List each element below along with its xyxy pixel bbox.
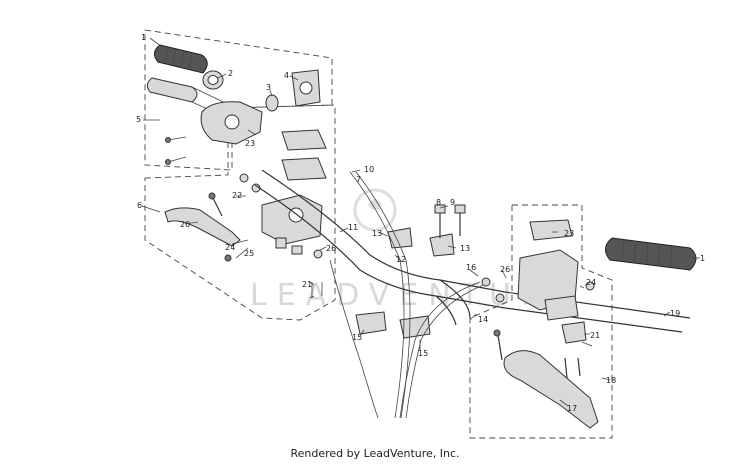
footer-credit: Rendered by LeadVenture, Inc. bbox=[290, 447, 460, 460]
left-master-cylinder bbox=[261, 194, 323, 245]
leader-lines bbox=[141, 37, 700, 407]
left-lever bbox=[164, 207, 241, 247]
clamp-bolts bbox=[434, 204, 466, 238]
left-master-cylinder-cap bbox=[281, 129, 327, 181]
left-small-bolts bbox=[165, 136, 187, 165]
callout-7: 7 bbox=[356, 175, 361, 184]
callout-26-left: 26 bbox=[326, 244, 336, 253]
callout-2: 2 bbox=[228, 69, 233, 78]
callout-22: 22 bbox=[232, 191, 242, 200]
callout-25: 25 bbox=[244, 249, 254, 258]
left-lever-bolt bbox=[208, 192, 232, 262]
callout-1-left: 1 bbox=[141, 33, 146, 42]
left-clamp-housing bbox=[200, 101, 263, 145]
lower-bar-clamps bbox=[355, 311, 431, 339]
right-grip bbox=[605, 237, 697, 271]
callout-19: 19 bbox=[670, 309, 680, 318]
left-washer bbox=[202, 70, 224, 90]
right-master-cylinder bbox=[517, 219, 579, 321]
callout-11: 11 bbox=[348, 223, 358, 232]
right-lever bbox=[503, 350, 599, 429]
callout-16: 16 bbox=[466, 263, 476, 272]
callout-8: 8 bbox=[436, 198, 441, 207]
watermark-text: LEADVENTURE bbox=[250, 278, 581, 313]
watermark: LEADVENTURE bbox=[250, 188, 581, 313]
callout-13-a: 13 bbox=[372, 229, 382, 238]
callout-15-a: 15 bbox=[352, 333, 362, 342]
callout-21-left: 21 bbox=[302, 280, 312, 289]
left-lever-group-box bbox=[144, 104, 336, 321]
left-grip bbox=[154, 44, 208, 74]
callout-18: 18 bbox=[606, 376, 616, 385]
right-small-parts bbox=[481, 277, 595, 379]
callout-26-right: 26 bbox=[500, 265, 510, 274]
callout-5: 5 bbox=[136, 115, 141, 124]
callout-12: 12 bbox=[396, 255, 406, 264]
callout-14: 14 bbox=[478, 315, 488, 324]
cable-guide bbox=[265, 69, 321, 112]
handlebar bbox=[254, 169, 691, 333]
callout-3: 3 bbox=[266, 83, 271, 92]
callout-23-left: 23 bbox=[245, 139, 255, 148]
left-grip-group-box bbox=[144, 29, 333, 171]
right-lever-group-box bbox=[469, 204, 613, 439]
callout-4: 4 bbox=[284, 71, 289, 80]
callout-6: 6 bbox=[137, 201, 142, 210]
callout-20: 20 bbox=[180, 220, 190, 229]
callout-24-left: 24 bbox=[225, 243, 235, 252]
callout-9: 9 bbox=[450, 198, 455, 207]
callout-17: 17 bbox=[567, 404, 577, 413]
callout-numbers: 1 2 3 4 5 6 7 8 9 10 11 12 13 13 14 15 1… bbox=[136, 33, 705, 413]
upper-bar-clamps bbox=[387, 227, 455, 257]
callout-24-right: 24 bbox=[586, 278, 596, 287]
callout-21-right: 21 bbox=[590, 331, 600, 340]
callout-1-right: 1 bbox=[700, 254, 705, 263]
callout-13-b: 13 bbox=[460, 244, 470, 253]
callout-23-right: 23 bbox=[564, 229, 574, 238]
callout-10: 10 bbox=[364, 165, 374, 174]
callout-15-b: 15 bbox=[418, 349, 428, 358]
